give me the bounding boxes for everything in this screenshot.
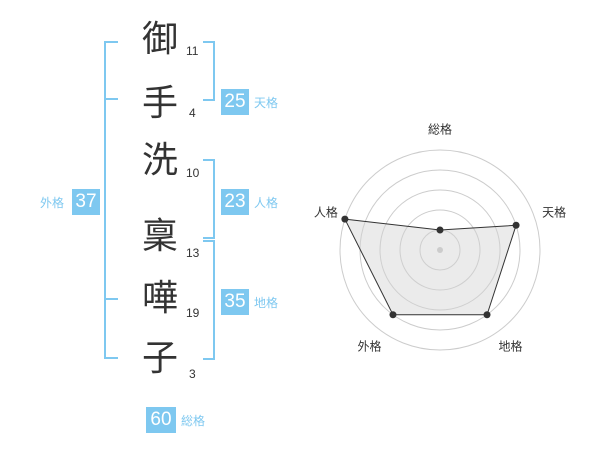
jinkaku-value: 23 — [221, 189, 249, 215]
name-char-6: 子 — [141, 338, 178, 379]
radar-axis-label-2: 天格 — [542, 204, 566, 219]
stroke-count-2: 4 — [189, 106, 196, 120]
radar-center-dot — [437, 247, 443, 253]
stroke-count-4: 13 — [186, 246, 200, 260]
soukaku-value: 60 — [146, 407, 176, 433]
gaikaku-label: 外格 — [40, 196, 65, 210]
radar-data-polygon — [344, 218, 517, 316]
radar-axis-label-5: 人格 — [314, 204, 338, 219]
name-char-4: 稟 — [141, 216, 178, 257]
chikaku-value: 35 — [221, 289, 249, 315]
radar-point-5 — [341, 215, 349, 223]
radar-point-3 — [483, 311, 491, 319]
radar-point-4 — [389, 311, 397, 319]
stroke-count-6: 3 — [189, 367, 196, 381]
stroke-count-5: 19 — [186, 306, 200, 320]
name-char-3: 洗 — [141, 140, 178, 181]
chikaku-label: 地格 — [254, 296, 279, 310]
jinkaku-label: 人格 — [254, 196, 279, 210]
radar-grid-ring-3 — [379, 189, 501, 311]
gaikaku-value: 37 — [72, 189, 100, 215]
radar-point-2 — [512, 221, 520, 229]
name-char-1: 御 — [141, 19, 178, 60]
name-char-5: 嘩 — [141, 278, 178, 319]
tenkaku-label: 天格 — [254, 96, 279, 110]
tenkaku-value: 25 — [221, 89, 249, 115]
radar-axis-label-3: 地格 — [499, 339, 523, 354]
radar-point-1 — [436, 226, 444, 234]
stroke-count-3: 10 — [186, 166, 200, 180]
radar-axis-label-4: 外格 — [357, 339, 381, 354]
name-char-2: 手 — [141, 83, 178, 124]
radar-axis-label-1: 総格 — [428, 122, 452, 137]
soukaku-label: 総格 — [181, 414, 206, 428]
radar-grid-ring-1 — [339, 149, 541, 351]
stroke-count-1: 11 — [186, 44, 199, 58]
radar-grid-ring-4 — [399, 209, 481, 291]
